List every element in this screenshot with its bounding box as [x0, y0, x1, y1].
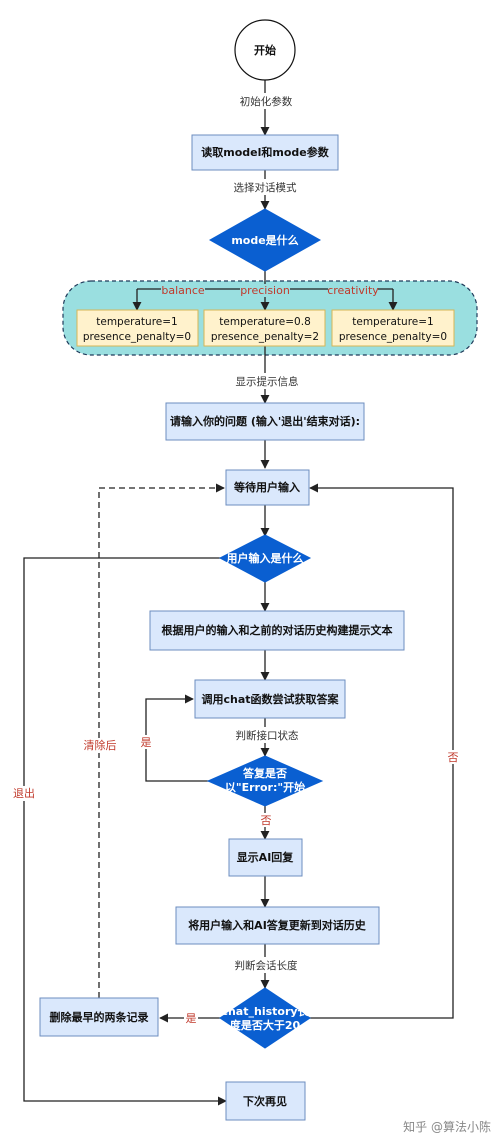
- option-precision-line-1: temperature=0.8: [219, 316, 311, 328]
- option-precision-line-2: presence_penalty=2: [211, 331, 319, 343]
- mode-decision-label: mode是什么: [231, 233, 298, 247]
- edge-labels: 初始化参数 选择对话模式 balance precision creativit…: [10, 93, 460, 1025]
- read-params-label: 读取model和mode参数: [201, 145, 329, 159]
- prompt-box: 请输入你的问题 (输入'退出'结束对话):: [165, 402, 365, 441]
- label-yes-retry: 是: [141, 736, 152, 749]
- history-decision-line-1: chat_history长: [221, 1004, 309, 1018]
- goodbye-box: 下次再见: [225, 1081, 306, 1121]
- input-decision: 用户输入是什么: [218, 534, 312, 583]
- label-after-clear: 清除后: [84, 738, 117, 752]
- build-prompt-box: 根据用户的输入和之前的对话历史构建提示文本: [149, 610, 405, 651]
- label-precision: precision: [240, 284, 290, 297]
- start-label: 开始: [254, 43, 276, 57]
- label-yes-long: 是: [186, 1012, 197, 1025]
- update-history-label: 将用户输入和AI答复更新到对话历史: [188, 918, 367, 932]
- start-node: 开始: [234, 19, 296, 81]
- label-check-api: 判断接口状态: [236, 729, 299, 742]
- label-check-length: 判断会话长度: [235, 959, 298, 972]
- update-history-box: 将用户输入和AI答复更新到对话历史: [175, 906, 380, 945]
- option-creativity-line-1: temperature=1: [352, 316, 433, 328]
- option-balance-line-1: temperature=1: [96, 316, 177, 328]
- option-precision-box: temperature=0.8 presence_penalty=2: [203, 309, 326, 347]
- prompt-label: 请输入你的问题 (输入'退出'结束对话):: [170, 414, 360, 428]
- history-decision-line-2: 度是否大于20: [230, 1018, 301, 1032]
- option-creativity-box: temperature=1 presence_penalty=0: [331, 309, 455, 347]
- error-decision: 答复是否 以"Error:"开始: [206, 755, 324, 807]
- option-balance-line-2: presence_penalty=0: [83, 331, 191, 343]
- error-decision-line-1: 答复是否: [243, 766, 287, 780]
- show-reply-label: 显示AI回复: [237, 850, 295, 864]
- input-decision-label: 用户输入是什么: [227, 551, 304, 565]
- error-decision-line-2: 以"Error:"开始: [225, 780, 305, 794]
- label-init-params: 初始化参数: [240, 95, 293, 108]
- wait-input-box: 等待用户输入: [225, 469, 310, 506]
- goodbye-label: 下次再见: [243, 1094, 287, 1108]
- delete-records-box: 删除最早的两条记录: [39, 997, 159, 1037]
- call-chat-label: 调用chat函数尝试获取答案: [201, 692, 339, 706]
- show-reply-box: 显示AI回复: [228, 838, 303, 877]
- label-select-mode: 选择对话模式: [234, 181, 297, 194]
- label-no-error: 否: [261, 814, 272, 827]
- read-params-box: 读取model和mode参数: [191, 134, 339, 171]
- watermark: 知乎 @算法小陈: [403, 1119, 491, 1134]
- wait-input-label: 等待用户输入: [233, 480, 300, 494]
- label-balance: balance: [161, 284, 205, 297]
- label-creativity: creativity: [327, 284, 379, 297]
- mode-decision: mode是什么: [208, 208, 322, 272]
- label-no-loop: 否: [448, 751, 459, 764]
- history-decision: chat_history长 度是否大于20: [219, 987, 311, 1049]
- option-creativity-line-2: presence_penalty=0: [339, 331, 447, 343]
- label-show-hint: 显示提示信息: [236, 375, 299, 388]
- option-balance-box: temperature=1 presence_penalty=0: [76, 309, 199, 347]
- build-prompt-label: 根据用户的输入和之前的对话历史构建提示文本: [162, 623, 393, 637]
- call-chat-box: 调用chat函数尝试获取答案: [194, 679, 346, 719]
- delete-records-label: 删除最早的两条记录: [50, 1010, 149, 1024]
- label-exit: 退出: [13, 786, 35, 800]
